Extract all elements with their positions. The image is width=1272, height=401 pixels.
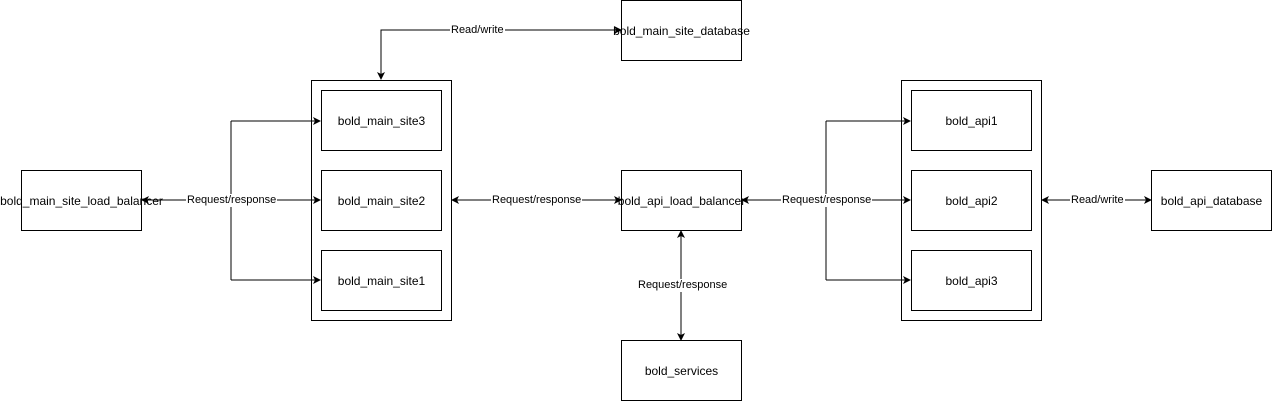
edge-label-api-lb-services: Request/response <box>637 279 729 292</box>
edge-label-main-sites-database: Read/write <box>450 24 505 37</box>
node-api-database[interactable]: bold_api_database <box>1151 170 1272 231</box>
node-label: bold_services <box>644 363 719 378</box>
node-label: bold_api_database <box>1160 193 1263 208</box>
node-label: bold_api_load_balancer <box>617 193 746 208</box>
node-api1[interactable]: bold_api1 <box>911 90 1032 151</box>
edge-label-api-lb-apis: Request/response <box>781 194 873 207</box>
edge-label-apis-database: Read/write <box>1070 194 1125 207</box>
node-label: bold_main_site2 <box>337 193 426 208</box>
node-services[interactable]: bold_services <box>621 340 742 401</box>
node-label: bold_main_site_database <box>613 23 750 38</box>
main-site-group <box>311 80 452 321</box>
node-main-site1[interactable]: bold_main_site1 <box>321 250 442 311</box>
node-main-site-load-balancer[interactable]: bold_main_site_load_balancer <box>0 170 163 231</box>
node-main-site2[interactable]: bold_main_site2 <box>321 170 442 231</box>
api-group <box>901 80 1042 321</box>
node-api3[interactable]: bold_api3 <box>911 250 1032 311</box>
node-label: bold_api2 <box>945 193 998 208</box>
node-main-site-database[interactable]: bold_main_site_database <box>613 0 750 61</box>
node-main-site3[interactable]: bold_main_site3 <box>321 90 442 151</box>
node-label: bold_main_site_load_balancer <box>0 193 163 208</box>
node-api2[interactable]: bold_api2 <box>911 170 1032 231</box>
node-label: bold_main_site1 <box>337 273 426 288</box>
edge-label-lb-main-sites: Request/response <box>186 194 278 207</box>
node-label: bold_api1 <box>945 113 998 128</box>
node-label: bold_api3 <box>945 273 998 288</box>
edge-label-main-sites-api-lb: Request/response <box>491 194 583 207</box>
connector-main-sites-database <box>377 26 622 80</box>
node-label: bold_main_site3 <box>337 113 426 128</box>
node-api-load-balancer[interactable]: bold_api_load_balancer <box>617 170 746 231</box>
